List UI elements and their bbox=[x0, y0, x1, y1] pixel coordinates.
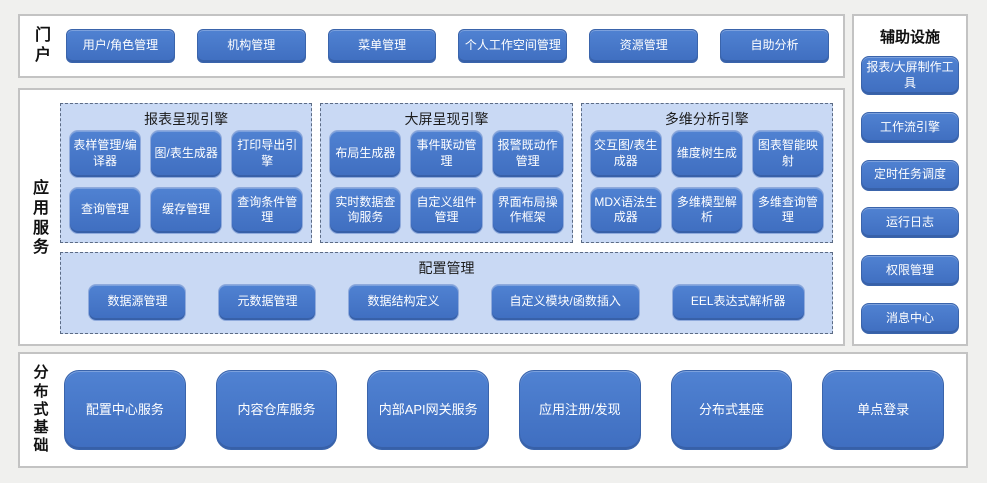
aux-button-message-center[interactable]: 消息中心 bbox=[861, 302, 959, 334]
auxiliary-button-column: 报表/大屏制作工具 工作流引擎 定时任务调度 运行日志 权限管理 消息中心 bbox=[861, 50, 959, 334]
engine-button-chart-table-generator[interactable]: 图/表生成器 bbox=[150, 130, 223, 178]
portal-button-workspace-mgmt[interactable]: 个人工作空间管理 bbox=[458, 29, 568, 63]
olap-engine-grid: 交互图/表生成器 维度树生成 图表智能映射 MDX语法生成器 多维模型解析 多维… bbox=[589, 130, 824, 234]
engine-button-dimension-tree-gen[interactable]: 维度树生成 bbox=[670, 130, 743, 178]
engine-button-cache-mgmt[interactable]: 缓存管理 bbox=[150, 186, 223, 234]
engine-button-style-mgmt-compiler[interactable]: 表样管理/编译器 bbox=[69, 130, 142, 178]
engine-button-alarm-action-mgmt[interactable]: 报警既动作管理 bbox=[491, 130, 564, 178]
portal-panel-label: 门户 bbox=[34, 27, 51, 64]
bigscreen-engine-group: 大屏呈现引擎 布局生成器 事件联动管理 报警既动作管理 实时数据查询服务 自定义… bbox=[320, 103, 573, 243]
engine-button-query-condition-mgmt[interactable]: 查询条件管理 bbox=[231, 186, 304, 234]
engine-button-layout-generator[interactable]: 布局生成器 bbox=[329, 130, 402, 178]
engine-button-realtime-data-query[interactable]: 实时数据查询服务 bbox=[329, 186, 402, 234]
olap-engine-group: 多维分析引擎 交互图/表生成器 维度树生成 图表智能映射 MDX语法生成器 多维… bbox=[580, 103, 833, 243]
engine-button-multidim-query-mgmt[interactable]: 多维查询管理 bbox=[751, 186, 824, 234]
engine-button-print-export-engine[interactable]: 打印导出引擎 bbox=[231, 130, 304, 178]
olap-engine-title: 多维分析引擎 bbox=[664, 111, 749, 127]
dist-button-config-center-service[interactable]: 配置中心服务 bbox=[64, 370, 186, 450]
config-button-data-structure-def[interactable]: 数据结构定义 bbox=[348, 283, 459, 321]
config-button-metadata-mgmt[interactable]: 元数据管理 bbox=[218, 283, 317, 321]
portal-button-resource-mgmt[interactable]: 资源管理 bbox=[589, 29, 699, 63]
portal-button-menu-mgmt[interactable]: 菜单管理 bbox=[327, 29, 437, 63]
application-services-label: 应用服务 bbox=[32, 180, 49, 257]
engine-button-event-linkage-mgmt[interactable]: 事件联动管理 bbox=[410, 130, 483, 178]
portal-button-self-analysis[interactable]: 自助分析 bbox=[720, 29, 829, 63]
portal-button-user-role-mgmt[interactable]: 用户/角色管理 bbox=[66, 29, 175, 63]
aux-button-workflow-engine[interactable]: 工作流引擎 bbox=[861, 111, 959, 143]
auxiliary-facilities-panel: 辅助设施 报表/大屏制作工具 工作流引擎 定时任务调度 运行日志 权限管理 消息… bbox=[852, 14, 968, 346]
aux-button-run-log[interactable]: 运行日志 bbox=[861, 207, 959, 239]
aux-button-permission-mgmt[interactable]: 权限管理 bbox=[861, 255, 959, 287]
auxiliary-facilities-title: 辅助设施 bbox=[879, 29, 940, 46]
engine-row: 报表呈现引擎 表样管理/编译器 图/表生成器 打印导出引擎 查询管理 缓存管理 … bbox=[60, 103, 833, 243]
config-mgmt-row: 数据源管理 元数据管理 数据结构定义 自定义模块/函数插入 EEL表达式解析器 bbox=[69, 279, 824, 325]
engine-button-interactive-chart-generator[interactable]: 交互图/表生成器 bbox=[589, 130, 662, 178]
report-engine-grid: 表样管理/编译器 图/表生成器 打印导出引擎 查询管理 缓存管理 查询条件管理 bbox=[69, 130, 304, 234]
engine-button-custom-component-mgmt[interactable]: 自定义组件管理 bbox=[410, 186, 483, 234]
report-engine-group: 报表呈现引擎 表样管理/编译器 图/表生成器 打印导出引擎 查询管理 缓存管理 … bbox=[60, 103, 313, 243]
engine-button-multidim-model-parse[interactable]: 多维模型解析 bbox=[670, 186, 743, 234]
dist-button-internal-api-gateway[interactable]: 内部API网关服务 bbox=[367, 370, 490, 450]
portal-panel: 门户 用户/角色管理 机构管理 菜单管理 个人工作空间管理 资源管理 自助分析 bbox=[18, 14, 845, 78]
engine-button-query-mgmt[interactable]: 查询管理 bbox=[69, 186, 142, 234]
engine-button-smart-chart-mapping[interactable]: 图表智能映射 bbox=[751, 130, 824, 178]
portal-button-org-mgmt[interactable]: 机构管理 bbox=[196, 29, 306, 63]
distributed-base-label: 分布式基础 bbox=[33, 364, 49, 455]
distributed-base-panel: 分布式基础 配置中心服务 内容仓库服务 内部API网关服务 应用注册/发现 分布… bbox=[18, 352, 968, 468]
bigscreen-engine-title: 大屏呈现引擎 bbox=[404, 111, 489, 127]
dist-button-app-register-discovery[interactable]: 应用注册/发现 bbox=[519, 370, 641, 450]
aux-button-report-bigscreen-tool[interactable]: 报表/大屏制作工具 bbox=[861, 56, 959, 96]
application-services-content: 报表呈现引擎 表样管理/编译器 图/表生成器 打印导出引擎 查询管理 缓存管理 … bbox=[60, 103, 833, 334]
dist-button-distributed-base[interactable]: 分布式基座 bbox=[670, 370, 793, 450]
config-button-eel-expression-parser[interactable]: EEL表达式解析器 bbox=[671, 283, 805, 321]
dist-button-content-repo-service[interactable]: 内容仓库服务 bbox=[215, 370, 338, 450]
report-engine-title: 报表呈现引擎 bbox=[144, 111, 229, 127]
application-services-panel: 应用服务 报表呈现引擎 表样管理/编译器 图/表生成器 打印导出引擎 查询管理 … bbox=[18, 88, 845, 346]
config-button-datasource-mgmt[interactable]: 数据源管理 bbox=[88, 283, 187, 321]
engine-button-mdx-syntax-generator[interactable]: MDX语法生成器 bbox=[589, 186, 662, 234]
config-mgmt-group: 配置管理 数据源管理 元数据管理 数据结构定义 自定义模块/函数插入 EEL表达… bbox=[60, 252, 833, 334]
portal-button-row: 用户/角色管理 机构管理 菜单管理 个人工作空间管理 资源管理 自助分析 bbox=[66, 29, 829, 63]
config-button-custom-module-function[interactable]: 自定义模块/函数插入 bbox=[490, 283, 640, 321]
dist-button-single-sign-on[interactable]: 单点登录 bbox=[822, 370, 945, 450]
bigscreen-engine-grid: 布局生成器 事件联动管理 报警既动作管理 实时数据查询服务 自定义组件管理 界面… bbox=[329, 130, 564, 234]
aux-button-scheduled-task[interactable]: 定时任务调度 bbox=[861, 159, 959, 191]
engine-button-ui-layout-framework[interactable]: 界面布局操作框架 bbox=[491, 186, 564, 234]
distributed-button-row: 配置中心服务 内容仓库服务 内部API网关服务 应用注册/发现 分布式基座 单点… bbox=[64, 370, 945, 450]
config-mgmt-title: 配置管理 bbox=[418, 260, 475, 276]
